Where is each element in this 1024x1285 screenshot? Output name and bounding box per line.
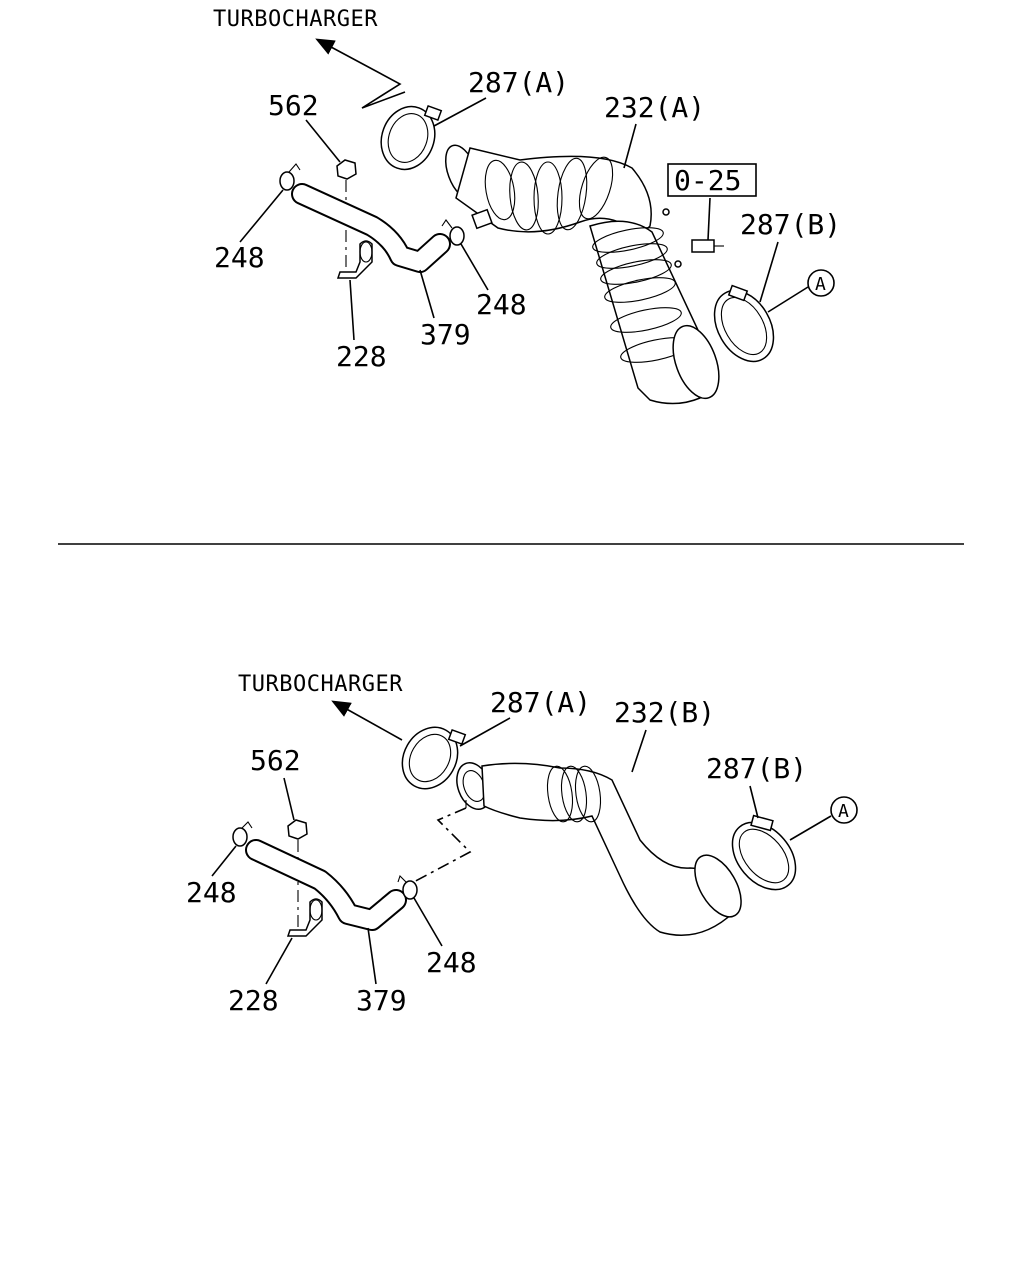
top-leader-232a: [623, 123, 637, 169]
top-label-562: 562: [268, 89, 319, 122]
top-label-248-left: 248: [214, 241, 265, 274]
top-clip-248-right: [441, 219, 465, 246]
top-label-287a: 287(A): [468, 66, 569, 99]
bottom-label-248-right: 248: [426, 946, 477, 979]
top-label-232a: 232(A): [604, 91, 705, 124]
bottom-leader-circle-a: [789, 815, 832, 841]
bottom-diagram: TURBOCHARGER 287(A) 232(B) 562: [186, 672, 858, 1017]
top-label-287b: 287(B): [740, 208, 841, 241]
bottom-bracket-228: [286, 898, 323, 937]
top-circle-a: [807, 269, 835, 297]
top-sensor-0-25: [662, 208, 724, 268]
bottom-label-287b: 287(B): [706, 752, 807, 785]
bottom-hose-routing-line: [409, 807, 472, 885]
bottom-label-287a: 287(A): [490, 686, 591, 719]
bottom-label-379: 379: [356, 984, 407, 1017]
bottom-leader-248-right: [413, 897, 443, 947]
top-clip-248-left: [279, 163, 301, 191]
bottom-turbocharger-arrow: [331, 700, 403, 741]
top-label-379: 379: [420, 318, 471, 351]
top-box-0-25: [667, 163, 757, 197]
bottom-hose-379: [245, 839, 407, 931]
top-clamp-287b: [713, 284, 775, 363]
top-bracket-228: [336, 240, 373, 279]
top-leader-287a: [433, 97, 487, 127]
bottom-label-562: 562: [250, 744, 301, 777]
bottom-turbocharger-label: TURBOCHARGER: [238, 672, 403, 697]
top-label-248-right: 248: [476, 288, 527, 321]
top-label-0-25: 0-25: [674, 164, 741, 197]
top-circle-a-text: A: [815, 274, 826, 295]
top-diagram: TURBOCHARGER 287(A) 562 379 228: [213, 7, 841, 405]
bottom-nut-562: [287, 819, 308, 840]
top-label-228: 228: [336, 340, 387, 373]
bottom-intake-pipe-232b: [456, 762, 742, 936]
bottom-clip-248-left: [232, 821, 253, 847]
bottom-label-248-left: 248: [186, 876, 237, 909]
bottom-clip-248-right: [397, 874, 418, 900]
top-leader-228: [349, 279, 355, 341]
top-nut-562: [336, 159, 357, 180]
top-hose-379: [291, 183, 451, 273]
top-leader-287b: [759, 241, 779, 303]
bottom-leader-379: [367, 927, 377, 985]
bottom-label-232b: 232(B): [614, 696, 715, 729]
top-intake-pipe-232a: [444, 144, 720, 405]
bottom-clamp-287b: [731, 814, 797, 891]
top-turbocharger-arrow: [315, 38, 406, 109]
top-leader-379: [419, 269, 435, 319]
bottom-leader-228: [265, 937, 293, 985]
top-turbocharger-label: TURBOCHARGER: [213, 7, 378, 32]
top-clamp-287a: [380, 104, 443, 171]
top-leader-562: [305, 119, 341, 163]
top-leader-248-left: [239, 189, 284, 243]
bottom-leader-562: [283, 777, 295, 821]
top-leader-248-right: [460, 243, 489, 291]
bottom-circle-a: [830, 796, 858, 824]
bottom-leader-248-left: [211, 845, 237, 877]
top-leader-0-25: [707, 197, 711, 241]
bottom-leader-287a: [459, 717, 511, 747]
top-leader-circle-a: [767, 286, 809, 313]
bottom-circle-a-text: A: [838, 801, 849, 822]
bottom-label-228: 228: [228, 984, 279, 1017]
bottom-leader-287b: [749, 785, 759, 819]
bottom-clamp-287a: [401, 726, 467, 790]
bottom-leader-232b: [631, 729, 647, 773]
